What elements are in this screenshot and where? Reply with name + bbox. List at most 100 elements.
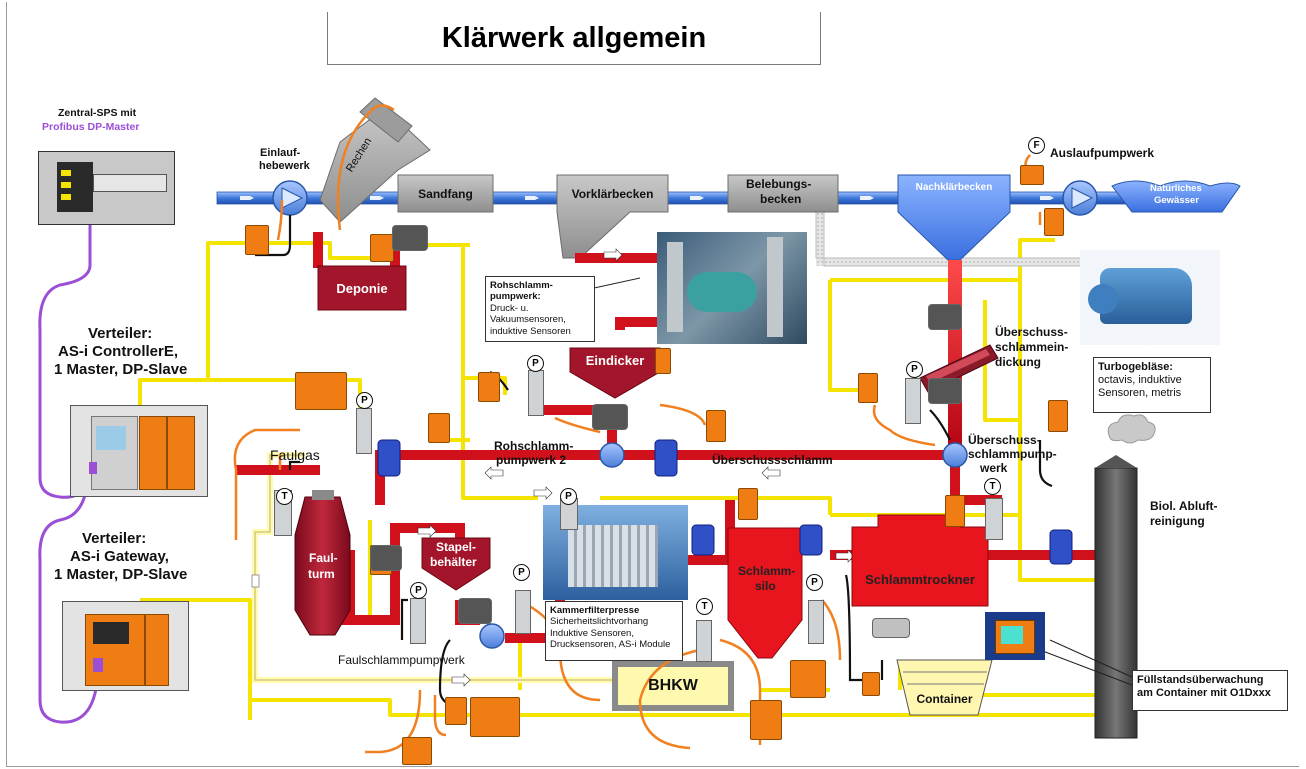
bhkw-label: BHKW	[648, 677, 698, 694]
valve-actuator	[370, 545, 402, 571]
gewaesser-label-1: Natürliches	[1150, 183, 1202, 194]
zentral-sps-unit	[38, 151, 175, 225]
kammer-callout-line-2: Induktive Sensoren,	[550, 627, 634, 639]
einlauf-label-2: hebewerk	[259, 160, 310, 172]
faulturm-label-2: turm	[308, 567, 335, 581]
pressure-sensor	[356, 408, 372, 454]
gewaesser-label-2: Gewässer	[1154, 195, 1199, 206]
verteiler2-line2: 1 Master, DP-Slave	[54, 566, 188, 583]
valve-actuator	[928, 378, 962, 404]
rohschlamm-callout-line-1: Druck- u.	[490, 302, 529, 314]
pressure-symbol: P	[527, 355, 544, 372]
asi-module	[402, 737, 432, 765]
asi-module	[858, 373, 878, 403]
asi-module	[370, 234, 394, 262]
pressure-symbol: P	[513, 564, 530, 581]
asi-module	[295, 372, 347, 410]
asi-module	[655, 348, 671, 374]
kammer-callout: Kammerfilterpresse Sicherheitslichtvorha…	[545, 601, 683, 661]
belebung-label-2: becken	[760, 192, 802, 206]
asi-module	[750, 700, 782, 740]
einlauf-label-1: Einlauf-	[260, 147, 301, 159]
rohschlamm-callout-line-3: induktive Sensoren	[490, 325, 571, 337]
rohschlamm-callout-title-1: Rohschlamm-	[490, 280, 553, 291]
sandfang-label: Sandfang	[418, 186, 473, 201]
valve-actuator	[592, 404, 628, 430]
vorklaerbecken-label: Vorklärbecken	[571, 186, 654, 201]
schlammtrockner-label: Schlammtrockner	[865, 571, 975, 587]
temperature-sensor	[696, 620, 712, 662]
container-label: Container	[916, 692, 973, 706]
pressure-symbol: P	[906, 361, 923, 378]
turbo-callout: Turbogebläse: octavis, induktive Sensore…	[1093, 357, 1211, 413]
rohschlamm-pump-photo	[657, 232, 807, 344]
turbogeblaese-photo	[1080, 250, 1220, 345]
stapel-label-1: Stapel-	[436, 540, 477, 554]
fuell-callout-line-1: Füllstandsüberwachung	[1137, 674, 1264, 686]
asi-module	[1044, 208, 1064, 236]
pressure-sensor	[528, 370, 544, 416]
rohschlamm2-label-2: pumpwerk 2	[496, 453, 567, 467]
pressure-symbol: P	[806, 574, 823, 591]
verteiler1-line2: 1 Master, DP-Slave	[54, 361, 188, 378]
kammerfilterpresse-photo	[543, 505, 688, 600]
pressure-sensor	[808, 600, 824, 644]
kammer-callout-line-1: Sicherheitslichtvorhang	[550, 616, 649, 628]
valve-actuator	[872, 618, 910, 638]
verteiler1-line1: AS-i ControllerE,	[58, 343, 179, 360]
pressure-symbol: P	[356, 392, 373, 409]
asi-module	[428, 413, 450, 443]
o1d-sensor-photo	[985, 612, 1045, 660]
rohschlamm2-label-1: Rohschlamm-	[494, 439, 574, 453]
verteiler1-title: Verteiler:	[88, 325, 153, 342]
ue-eindickung-label-1: Überschuss-	[995, 325, 1068, 339]
pressure-sensor	[905, 378, 921, 424]
temperature-sensor	[985, 498, 1003, 540]
ueberschussschlamm-label: Überschussschlamm	[712, 453, 833, 467]
asi-module	[445, 697, 467, 725]
asi-module	[706, 410, 726, 442]
verteiler-controllere-unit	[70, 405, 208, 497]
page-title: Klärwerk allgemein	[327, 12, 821, 65]
faulschlamm-label: Faulschlammpumpwerk	[338, 653, 465, 667]
ue-eindickung-label-2: schlammein-	[995, 340, 1069, 354]
ue-eindickung-label-3: dickung	[995, 355, 1042, 369]
kammer-callout-line-3: Drucksensoren, AS-i Module	[550, 639, 671, 651]
auslauf-label: Auslaufpumpwerk	[1050, 146, 1155, 160]
schlammsilo-label-2: silo	[755, 579, 776, 593]
pressure-symbol: P	[560, 488, 577, 505]
deponie-label: Deponie	[336, 280, 388, 296]
pressure-sensor	[410, 598, 426, 644]
belebung-label-1: Belebungs-	[746, 177, 812, 191]
asi-module	[790, 660, 826, 698]
temperature-symbol: T	[984, 478, 1001, 495]
turbo-callout-line-2: Sensoren, metris	[1098, 387, 1182, 400]
asi-module	[862, 672, 880, 696]
profibus-master-label: Profibus DP-Master	[42, 121, 140, 133]
kammer-callout-title: Kammerfilterpresse	[550, 605, 640, 616]
ue-pump-label-3: werk	[980, 461, 1008, 475]
abluft-label-1: Biol. Abluft-	[1150, 499, 1218, 513]
outer-frame	[6, 2, 1299, 767]
asi-module	[738, 488, 758, 520]
abluft-label-2: reinigung	[1150, 514, 1205, 528]
asi-module	[945, 495, 965, 527]
temperature-symbol: T	[696, 598, 713, 615]
turbo-callout-title: Turbogebläse:	[1098, 361, 1173, 373]
rohschlamm-callout-line-2: Vakuumsensoren,	[490, 314, 566, 326]
faulgas-label: Faulgas	[270, 447, 320, 463]
eindicker-label: Eindicker	[585, 352, 645, 368]
temperature-symbol: T	[276, 488, 293, 505]
valve-actuator	[392, 225, 428, 251]
faulturm-label-1: Faul-	[309, 551, 338, 565]
stapel-label-2: behälter	[430, 555, 477, 569]
verteiler-gateway-unit	[62, 601, 189, 691]
ue-pump-label-1: Überschuss-	[968, 433, 1041, 447]
verteiler2-title: Verteiler:	[82, 530, 147, 547]
fuell-callout-line-2: am Container mit O1Dxxx	[1137, 687, 1271, 700]
schlammsilo-label-1: Schlamm-	[738, 564, 796, 578]
rohschlamm-callout: Rohschlamm- pumpwerk: Druck- u. Vakuumse…	[485, 276, 595, 342]
ue-pump-label-2: schlammpump-	[968, 447, 1057, 461]
valve-actuator	[458, 598, 492, 624]
